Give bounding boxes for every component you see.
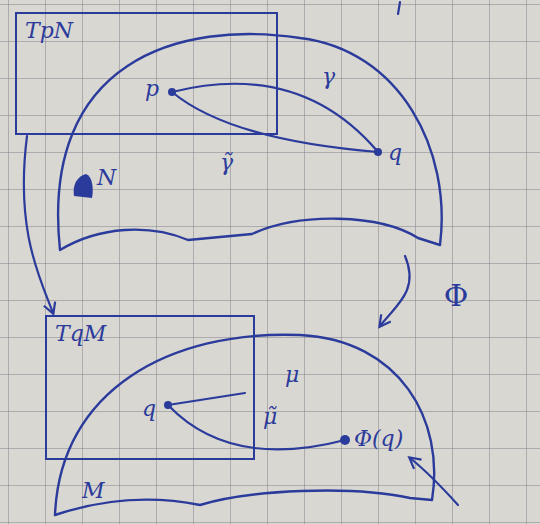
surface-outline bbox=[45, 328, 450, 520]
curve-gamma bbox=[172, 84, 378, 152]
math-label: q bbox=[388, 140, 402, 165]
point-p bbox=[168, 88, 176, 96]
plane-label: TqM bbox=[55, 321, 106, 346]
map-arrow bbox=[380, 256, 410, 326]
point-phi-q bbox=[340, 435, 350, 445]
math-label: μ bbox=[285, 362, 299, 387]
point-q bbox=[374, 148, 382, 156]
surface-outline-path bbox=[55, 335, 434, 515]
plane-label: TpN bbox=[25, 18, 73, 43]
point-q-image bbox=[164, 401, 172, 409]
map-arrow bbox=[24, 136, 53, 313]
top-stroke bbox=[398, 2, 400, 14]
ink-blob bbox=[74, 174, 93, 198]
math-label: Φ(q) bbox=[354, 426, 403, 451]
manifold-surface: M bbox=[45, 328, 450, 520]
math-label: μ̃ bbox=[263, 404, 277, 429]
manifold-label: M bbox=[82, 478, 105, 503]
curve-mu-tilde bbox=[168, 405, 345, 449]
math-label: γ̃ bbox=[220, 150, 233, 175]
tangent-plane: TqM bbox=[45, 315, 255, 460]
tangent-plane: TpN bbox=[15, 12, 278, 135]
math-label: γ bbox=[322, 64, 335, 89]
curve-gamma-tilde bbox=[172, 92, 378, 152]
manifold-label: N bbox=[97, 165, 116, 190]
map-label: Φ bbox=[444, 279, 469, 314]
surface-outline-path bbox=[58, 34, 442, 250]
math-label: q bbox=[142, 396, 156, 421]
curve-mu bbox=[168, 393, 245, 405]
math-label: p bbox=[145, 76, 159, 101]
